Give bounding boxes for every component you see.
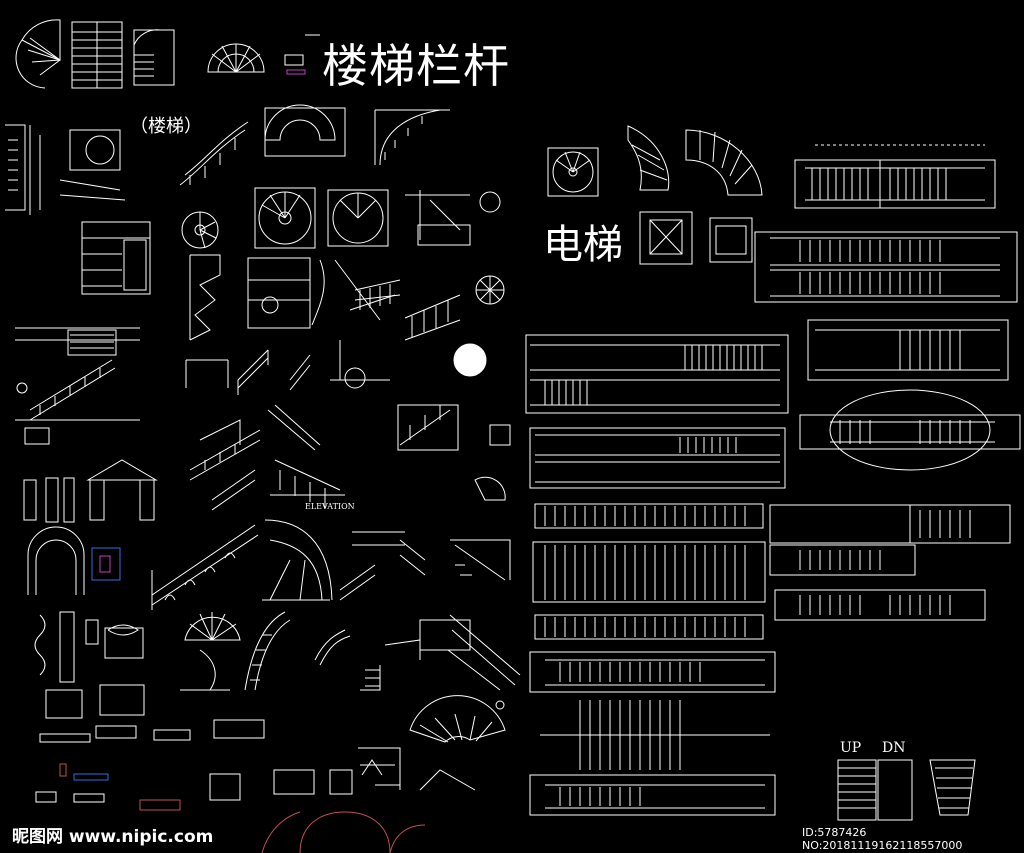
curved-stair-elevation — [179, 121, 249, 186]
stair-rail-elevation-1 — [405, 190, 471, 246]
ornament-circle — [475, 191, 505, 305]
stairs-subtitle: （楼梯） — [130, 116, 202, 137]
escalator-long-5 — [534, 614, 764, 640]
up-label: UP — [840, 740, 862, 756]
stair-rails-middle — [185, 340, 511, 451]
l-stair-plan — [133, 29, 175, 86]
watermark-id: ID:5787426 NO:20181119162118557000 — [802, 826, 963, 852]
escalator-long-1 — [525, 334, 789, 414]
escalator-long-2 — [529, 427, 786, 489]
arc-stair — [685, 129, 763, 196]
columns — [23, 459, 158, 523]
elevator-car-plan — [639, 211, 693, 265]
spiral-elevation — [189, 254, 221, 341]
semicircle-stair-plan — [207, 43, 265, 73]
round-stair-plan-2 — [327, 189, 389, 247]
escalator-section-small — [419, 614, 521, 710]
curved-stair-3d — [374, 109, 450, 166]
two-story-stair-section — [15, 327, 140, 445]
dogleg-stair — [314, 629, 421, 691]
stair-landing-section — [247, 257, 311, 329]
elevator-title: 电梯 — [543, 222, 623, 268]
main-title: 楼梯栏杆 — [322, 39, 510, 93]
quarter-curve-stair — [627, 125, 670, 191]
spiral-stair-plan-1 — [15, 19, 61, 89]
spiral-plan-2 — [181, 211, 219, 249]
elevator-front — [709, 217, 753, 263]
stair-section-tower — [5, 124, 126, 215]
spiral-detail — [450, 476, 511, 581]
escalator-right-3 — [774, 589, 986, 621]
curved-rail-elevation — [244, 611, 291, 691]
corner-stair — [358, 747, 401, 790]
escalator-long-7 — [529, 774, 776, 816]
escalator-long-6 — [529, 651, 776, 770]
spiral-plan-elev — [547, 147, 599, 197]
arch-red — [261, 811, 426, 853]
round-stair-fan — [180, 612, 241, 691]
escalator-right-2 — [769, 504, 1011, 576]
baluster-rail — [354, 279, 461, 341]
dn-label: DN — [882, 740, 906, 756]
escalator-long-3 — [534, 503, 764, 529]
ornate-stair-elevation — [151, 519, 333, 610]
rail-elevation-group — [267, 404, 345, 508]
arched-gate — [27, 526, 121, 595]
ornamental-panels — [34, 611, 353, 811]
escalator-top-right — [794, 144, 996, 209]
tiny-legend — [284, 54, 306, 75]
rail-curve — [311, 259, 396, 326]
elevator-shaft-section — [81, 221, 151, 295]
stair-railing-right — [339, 531, 426, 601]
escalator-long-4 — [532, 541, 766, 603]
round-stair-plan — [254, 187, 316, 249]
up-dn-stair — [837, 759, 976, 821]
escalator-double — [754, 231, 1018, 303]
watermark-site: 昵图网 www.nipic.com — [12, 827, 214, 847]
stair-section-diagonal — [189, 419, 261, 511]
elevation-label: ELEVATION — [305, 502, 355, 511]
escalator-oval — [799, 389, 1021, 471]
curved-stair-top — [264, 104, 346, 157]
escalator-single-1 — [807, 319, 1009, 381]
fan-stair-bottom — [409, 695, 506, 791]
straight-stair-plan — [71, 21, 123, 89]
